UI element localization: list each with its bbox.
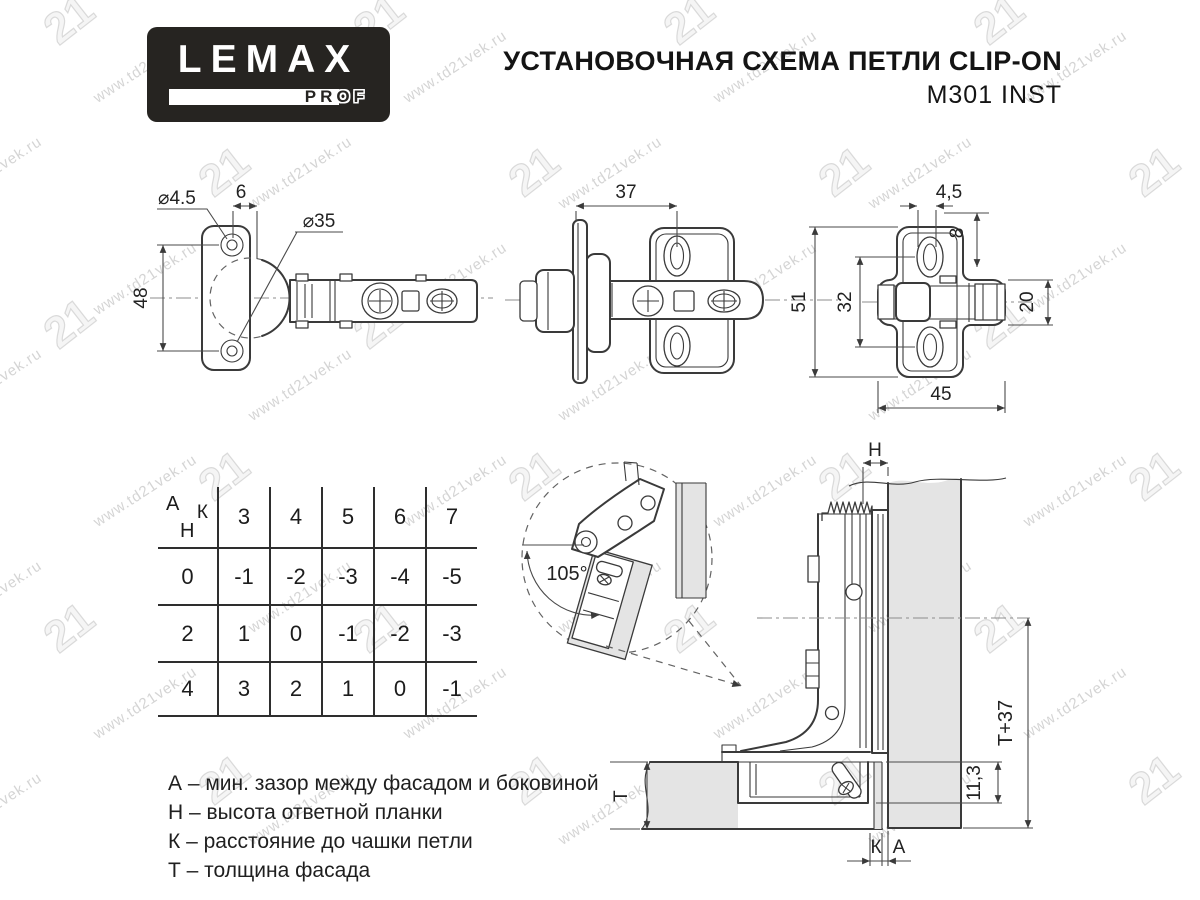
table-corner-a: А	[166, 493, 180, 515]
brand-logo: LEMAX PROF	[147, 27, 390, 122]
legend-item-t: Т – толщина фасада	[168, 859, 371, 882]
dim-cup-distance-label: К	[870, 837, 881, 858]
table-cell: -1	[425, 661, 477, 717]
logo-bar	[169, 89, 339, 105]
drawing-section-view: Н Т+37 11,3 Т К А	[521, 440, 1033, 866]
table-cell: -5	[425, 547, 477, 604]
dim-total-depth: Т+37	[995, 700, 1017, 746]
table-col-header: 5	[321, 487, 373, 547]
drawing-hinge-front-view: 37	[505, 182, 838, 384]
dim-hole-spacing-plate: 32	[835, 291, 856, 312]
dim-depth: 37	[615, 182, 636, 203]
dim-thickness-label: Т	[611, 790, 632, 802]
page-title: УСТАНОВОЧНАЯ СХЕМА ПЕТЛИ CLIP-ON	[503, 46, 1062, 76]
dim-cup-diameter: ⌀35	[303, 211, 336, 232]
legend-item-h: Н – высота ответной планки	[168, 801, 443, 824]
table-cell: 3	[217, 661, 269, 717]
table-corner-k: К	[196, 502, 208, 523]
table-col-header: 6	[373, 487, 425, 547]
dim-gap-label: А	[893, 837, 906, 858]
legend-item-k: К – расстояние до чашки петли	[168, 830, 473, 853]
table-cell: -3	[321, 547, 373, 604]
title-block: УСТАНОВОЧНАЯ СХЕМА ПЕТЛИ CLIP-ON M301 IN…	[503, 46, 1062, 110]
dim-opening-angle: 105°	[546, 563, 587, 585]
table-cell: 0	[373, 661, 425, 717]
dim-edge-to-hole: 8	[947, 228, 968, 239]
table-cell: -2	[373, 604, 425, 661]
gap-table: А К Н 3 4 5 6 7 0 -1 -2 -3 -4 -5 2 1 0 -…	[158, 487, 477, 717]
dim-plate-offset: 6	[236, 182, 247, 203]
dim-arm-width: 20	[1017, 291, 1038, 312]
dim-cup-depth: 11,3	[964, 765, 985, 801]
legend-item-a: А – мин. зазор между фасадом и боковиной	[168, 772, 599, 795]
dim-hole-diameter: ⌀4.5	[158, 188, 196, 209]
model-code: M301 INST	[926, 81, 1062, 109]
detail-bubble: 105°	[521, 461, 742, 688]
table-row-header: 2	[158, 604, 217, 661]
legend: А – мин. зазор между фасадом и боковиной…	[168, 769, 599, 885]
drawing-mounting-plate-view: 4,5 8 51 32 20 45	[789, 182, 1053, 413]
dim-hole-spacing: 48	[131, 287, 152, 308]
dim-slot-width: 4,5	[936, 182, 962, 203]
brand-name: LEMAX	[177, 38, 360, 81]
table-cell: 1	[321, 661, 373, 717]
table-col-header: 3	[217, 487, 269, 547]
table-corner-h: Н	[180, 520, 195, 542]
dim-plate-height: 51	[789, 291, 810, 312]
table-cell: 1	[217, 604, 269, 661]
dim-plate-width: 45	[930, 384, 951, 405]
brand-subname: PROF	[304, 87, 368, 106]
table-cell: -4	[373, 547, 425, 604]
table-cell: -2	[269, 547, 321, 604]
table-col-header: 4	[269, 487, 321, 547]
table-row-header: 4	[158, 661, 217, 717]
drawing-hinge-top-view: ⌀4.5 6 ⌀35 48	[131, 182, 493, 371]
table-cell: -1	[321, 604, 373, 661]
dim-plate-height-label: Н	[868, 440, 882, 461]
table-cell: -3	[425, 604, 477, 661]
table-cell: 2	[269, 661, 321, 717]
table-cell: 0	[269, 604, 321, 661]
table-row-header: 0	[158, 547, 217, 604]
table-corner-cell: А К Н	[158, 487, 217, 547]
table-col-header: 7	[425, 487, 477, 547]
table-cell: -1	[217, 547, 269, 604]
